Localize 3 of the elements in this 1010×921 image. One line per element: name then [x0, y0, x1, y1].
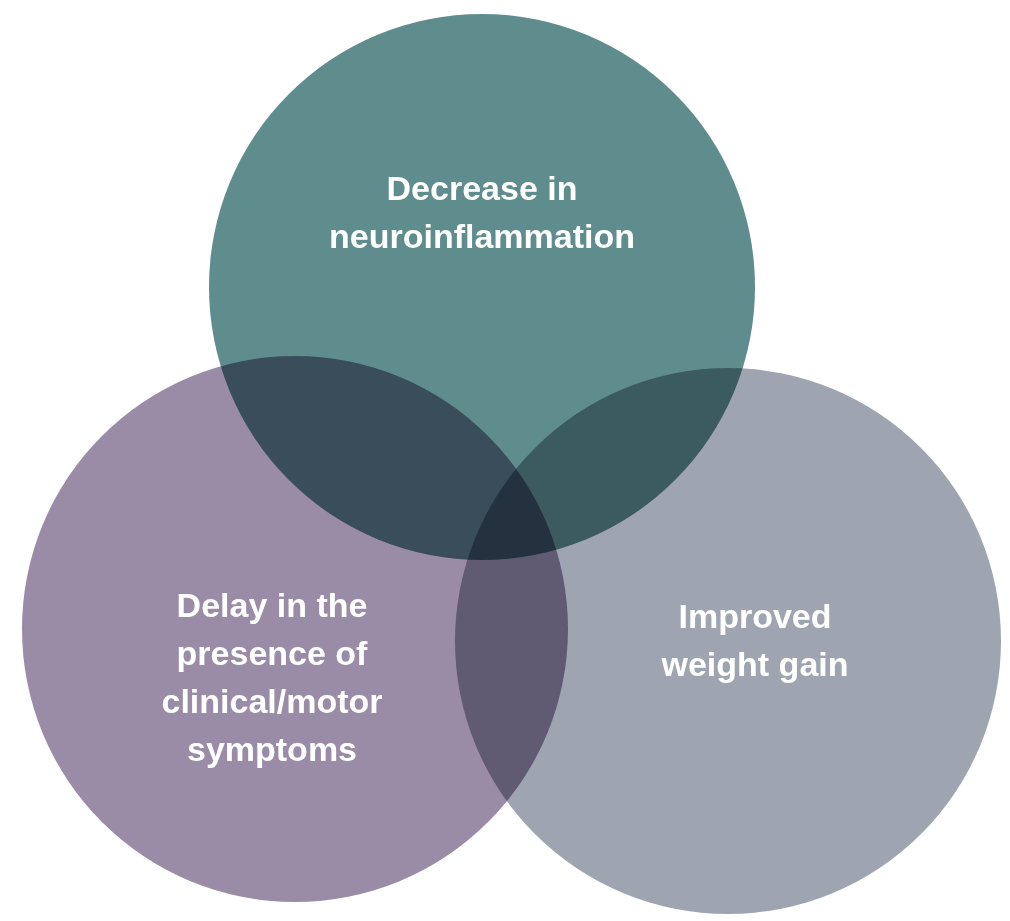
circle-label: Delay in the presence of clinical/motor symptoms	[160, 585, 384, 770]
circle-label: Decrease in neuroinflammation	[328, 168, 636, 257]
circle-label: Improved weight gain	[660, 596, 850, 685]
